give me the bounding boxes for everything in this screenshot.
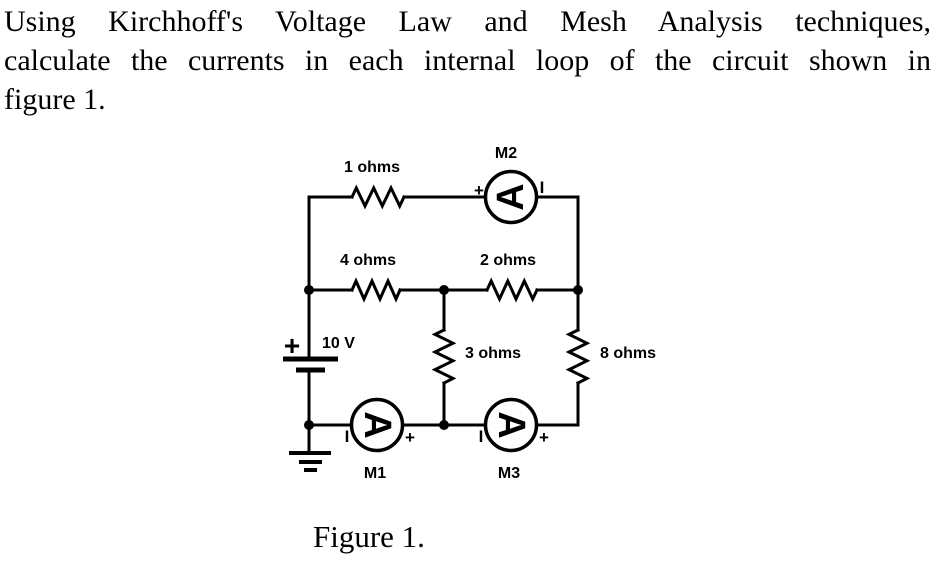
ammeter-m1-current-terminal: I bbox=[345, 427, 350, 446]
ammeter-m1-label: M1 bbox=[364, 465, 386, 482]
junction-dot bbox=[439, 420, 449, 430]
voltage-source-label: 10 V bbox=[322, 335, 355, 352]
ammeter-m2: A + I M2 bbox=[474, 145, 545, 225]
resistor-2ohm-icon bbox=[485, 277, 540, 303]
resistor-labels: 1 ohms 4 ohms 2 ohms 3 ohms 8 ohms bbox=[340, 159, 656, 362]
resistor-3ohm-label: 3 ohms bbox=[465, 345, 521, 362]
resistor-1ohm-icon bbox=[349, 184, 407, 210]
circuit-wires bbox=[307, 195, 580, 455]
ammeter-m3-glyph: A bbox=[490, 411, 532, 438]
ammeter-m2-icon bbox=[483, 169, 539, 225]
ammeter-m2-plus-terminal: + bbox=[474, 181, 484, 200]
resistor-3ohm-icon bbox=[431, 327, 457, 386]
ammeter-m3-plus-terminal: + bbox=[539, 428, 549, 447]
question-line-3: figure 1. bbox=[4, 83, 106, 116]
junction-dot bbox=[573, 285, 583, 295]
junction-dot bbox=[304, 285, 314, 295]
resistor-2ohm-label: 2 ohms bbox=[480, 252, 536, 269]
resistor-4ohm-label: 4 ohms bbox=[340, 252, 396, 269]
ammeter-m3-current-terminal: I bbox=[479, 427, 484, 446]
ammeter-m1: A I + M1 bbox=[345, 397, 415, 482]
ammeter-m3-icon bbox=[483, 397, 539, 453]
voltage-source: + 10 V bbox=[283, 330, 355, 373]
question-text: Using Kirchhoff's Voltage Law and Mesh A… bbox=[4, 0, 931, 119]
ammeter-m2-glyph: A bbox=[490, 183, 532, 210]
ammeter-m1-plus-terminal: + bbox=[405, 428, 415, 447]
resistor-4ohm-icon bbox=[350, 277, 402, 303]
ammeter-m2-current-terminal: I bbox=[540, 178, 545, 197]
question-line-2: calculate the currents in each internal … bbox=[4, 44, 931, 77]
resistor-8ohm-label: 8 ohms bbox=[600, 345, 656, 362]
wire-right-lower bbox=[535, 381, 580, 427]
junction-dot bbox=[439, 285, 449, 295]
junction-dots bbox=[304, 285, 583, 430]
question-line-1: Using Kirchhoff's Voltage Law and Mesh A… bbox=[4, 5, 931, 38]
ground-icon bbox=[289, 451, 331, 472]
figure-caption: Figure 1. bbox=[313, 519, 425, 554]
resistors bbox=[349, 184, 591, 386]
ammeter-m3-label: M3 bbox=[498, 465, 520, 482]
ammeter-m1-glyph: A bbox=[356, 411, 398, 438]
resistor-8ohm-icon bbox=[565, 327, 591, 386]
battery-plus-sign: + bbox=[284, 330, 300, 361]
resistor-1ohm-label: 1 ohms bbox=[344, 159, 400, 176]
ammeter-m1-icon bbox=[349, 397, 405, 453]
ammeter-m3: A I + M3 bbox=[479, 397, 549, 482]
ammeter-m2-label: M2 bbox=[495, 145, 517, 162]
junction-dot bbox=[304, 420, 314, 430]
